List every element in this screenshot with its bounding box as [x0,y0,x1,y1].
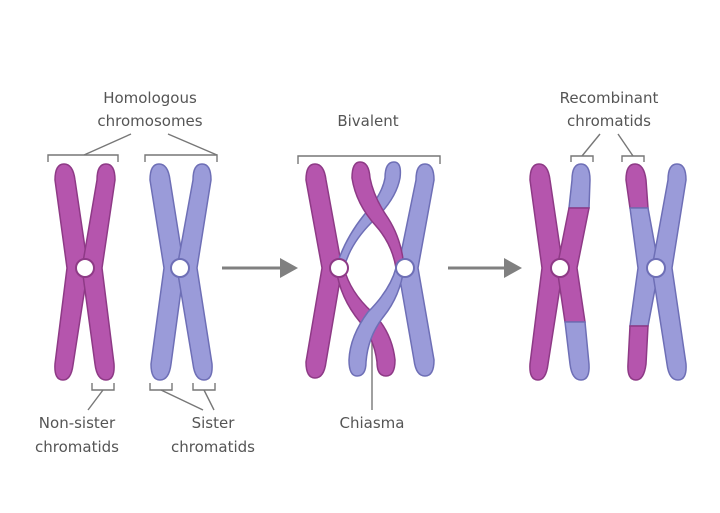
bivalent-chromatid-lavender-inner-bottom [348,267,405,377]
recombinant-centromere-lavender [646,258,666,278]
homologous-bracket-right [144,154,218,162]
recombinant-bracket-left [570,155,594,162]
bivalent-centromere-lavender [395,258,415,278]
sister-leader-right [203,389,215,411]
non-sister-leader [87,389,104,411]
bracket-lines [47,133,645,411]
sister-leader-left [160,389,204,411]
recombinant-leader-left [581,133,601,157]
recombinant-chromatid-lavender-right [651,163,687,381]
recombinant-centromere-magenta [550,258,570,278]
centromere-magenta [75,258,95,278]
recombinant-leader-right [617,133,634,157]
chromatid-lavender-right [176,163,213,381]
chromosome-lavender [149,163,213,381]
homologous-leader-left [83,133,132,156]
bivalent-centromere-magenta [329,258,349,278]
arrow-1 [222,258,298,278]
recombinant-chromosome-magenta [529,163,591,381]
bivalent-chromatid-lavender-outer [397,163,435,377]
text-labels: Homologous chromosomes Bivalent Recombin… [35,89,658,456]
chromosome-magenta [54,163,116,381]
bivalent-chromatid-magenta-outer [305,163,343,379]
recombinant-segment-magenta-bottom [627,325,649,381]
sister-bracket-right [192,383,216,391]
recombinant-segment-lavender-top [568,163,591,209]
homologous-bracket-left [47,154,119,162]
recombinant-bracket-right [621,155,645,162]
homologous-leader-right [167,133,218,156]
homologous-label-line1: Homologous [103,89,197,107]
recombinant-segment-magenta-top [625,163,649,209]
recombinant-label-line1: Recombinant [560,89,659,107]
bivalent-label: Bivalent [337,112,398,130]
bivalent-chromatids [305,161,435,379]
sister-label-line1: Sister [192,414,236,432]
sister-label-line2: chromatids [171,438,255,456]
non-sister-label-line1: Non-sister [39,414,116,432]
centromere-lavender [170,258,190,278]
non-sister-label-line2: chromatids [35,438,119,456]
bivalent-bracket [297,155,441,164]
recombinant-chromosome-lavender [625,163,687,381]
bivalent-chromatid-magenta-inner-top [351,161,405,269]
arrow-2 [448,258,522,278]
recombinant-segment-lavender-bottom [564,321,590,381]
sister-bracket-left [149,383,173,391]
chromatid-magenta-right [81,163,116,381]
recombinant-chromatid-magenta-left [529,163,564,381]
homologous-label-line2: chromosomes [97,112,202,130]
chromatid-magenta-left [54,163,89,381]
chiasma-label: Chiasma [340,414,405,432]
chromatid-lavender-left [149,163,185,381]
recombinant-label-line2: chromatids [567,112,651,130]
non-sister-bracket [91,383,115,391]
